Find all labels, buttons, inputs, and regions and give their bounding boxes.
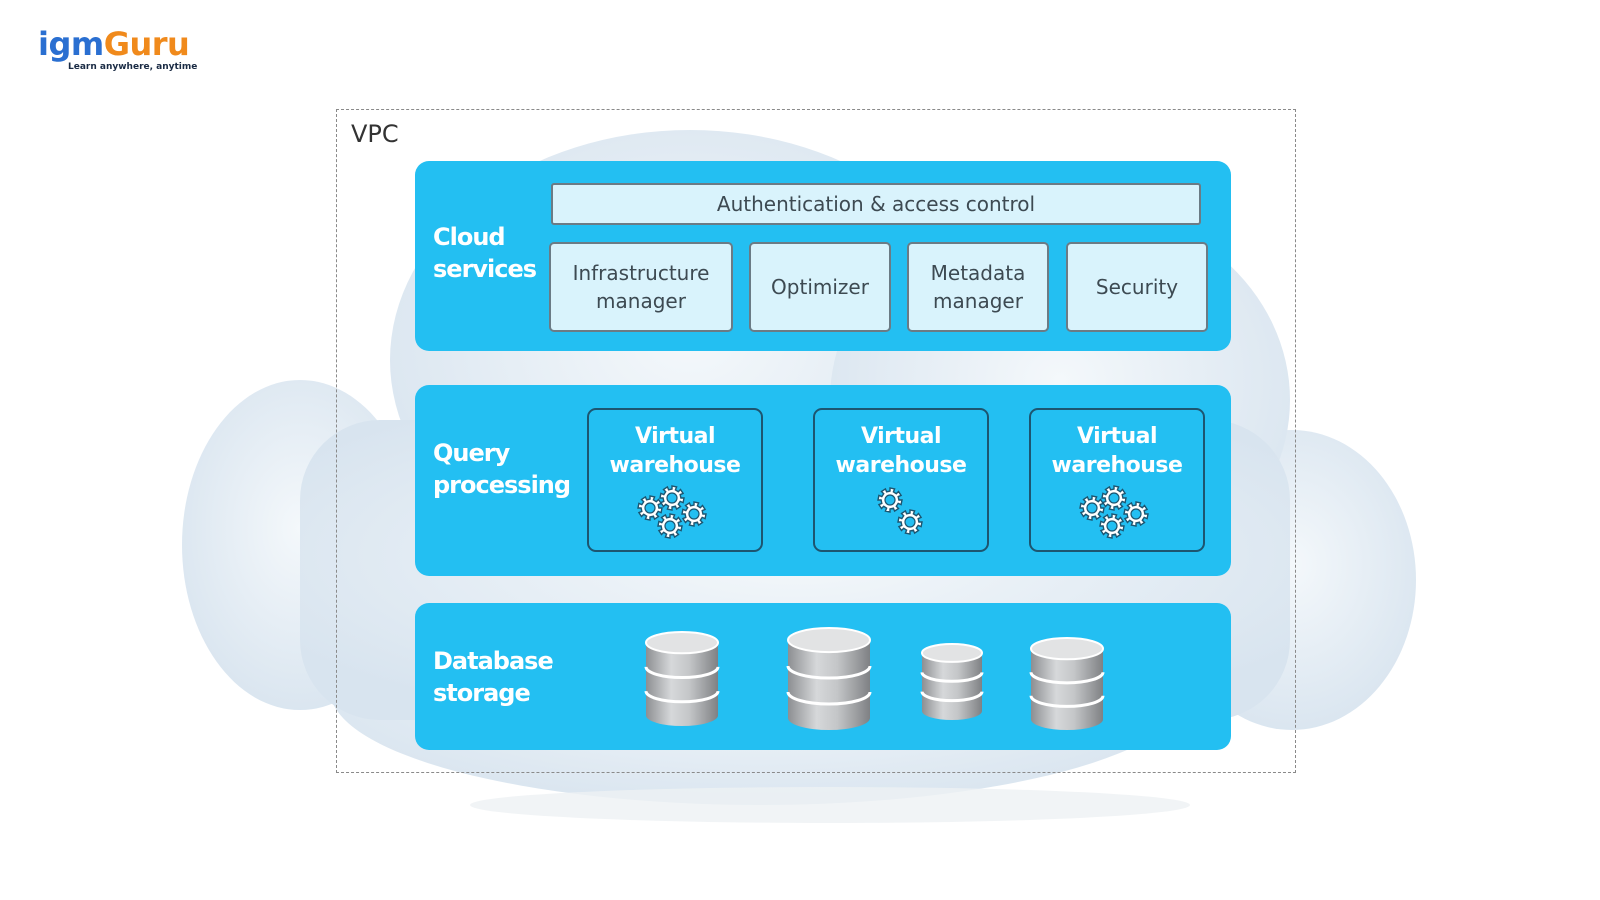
virtual-warehouse-3: Virtual warehouse	[1029, 408, 1205, 552]
query-processing-title: Query processing	[433, 437, 571, 501]
gear-icon	[897, 509, 923, 535]
gear-icon	[1099, 513, 1125, 539]
query-processing-layer: Query processing Virtual warehouse Virtu…	[415, 385, 1231, 576]
gear-icon	[1101, 485, 1127, 511]
gear-icon	[877, 487, 903, 513]
database-icon	[644, 631, 720, 726]
virtual-warehouse-label: Virtual warehouse	[835, 424, 967, 478]
logo-wordmark-part-1: igm	[38, 25, 104, 63]
optimizer-box: Optimizer	[749, 242, 891, 332]
service-label: Infrastructure manager	[572, 261, 710, 313]
gear-icon	[681, 501, 707, 527]
gear-icon	[1079, 495, 1105, 521]
query-processing-title-line-1: Query	[433, 439, 510, 467]
cloud-services-title: Cloud services	[433, 221, 537, 285]
vpc-boundary: VPC	[336, 109, 1296, 773]
vpc-label: VPC	[351, 120, 399, 148]
gear-icon	[657, 513, 683, 539]
database-storage-title-line-2: storage	[433, 679, 531, 707]
auth-access-control-box: Authentication & access control	[551, 183, 1201, 225]
query-processing-title-line-2: processing	[433, 471, 571, 499]
virtual-warehouse-1: Virtual warehouse	[587, 408, 763, 552]
logo-wordmark: igmGuru	[38, 25, 190, 63]
database-storage-layer: Database storage	[415, 603, 1231, 750]
database-storage-title-line-1: Database	[433, 647, 554, 675]
infrastructure-manager-box: Infrastructure manager	[549, 242, 733, 332]
gear-icon	[659, 485, 685, 511]
service-label: Metadata manager	[930, 261, 1026, 313]
database-storage-title: Database storage	[433, 645, 554, 709]
virtual-warehouse-label: Virtual warehouse	[609, 424, 741, 478]
logo-tagline: Learn anywhere, anytime	[68, 62, 198, 72]
virtual-warehouse-2: Virtual warehouse	[813, 408, 989, 552]
logo-wordmark-part-2: Guru	[103, 25, 190, 63]
service-label: Optimizer	[771, 275, 869, 299]
virtual-warehouse-label: Virtual warehouse	[1051, 424, 1183, 478]
cloud-services-title-line-2: services	[433, 255, 537, 283]
cloud-services-title-line-1: Cloud	[433, 223, 506, 251]
database-icon	[920, 643, 984, 720]
metadata-manager-box: Metadata manager	[907, 242, 1049, 332]
cloud-services-layer: Cloud services Authentication & access c…	[415, 161, 1231, 351]
database-icon	[1029, 637, 1105, 730]
gear-icon	[637, 495, 663, 521]
gear-icon	[1123, 501, 1149, 527]
gears-icon	[877, 487, 923, 535]
brand-logo[interactable]: igmGuru Learn anywhere, anytime	[38, 25, 197, 72]
security-box: Security	[1066, 242, 1208, 332]
database-icon	[786, 627, 872, 730]
gears-icon	[1079, 485, 1149, 539]
service-label: Security	[1095, 275, 1179, 299]
gears-icon	[637, 485, 707, 539]
